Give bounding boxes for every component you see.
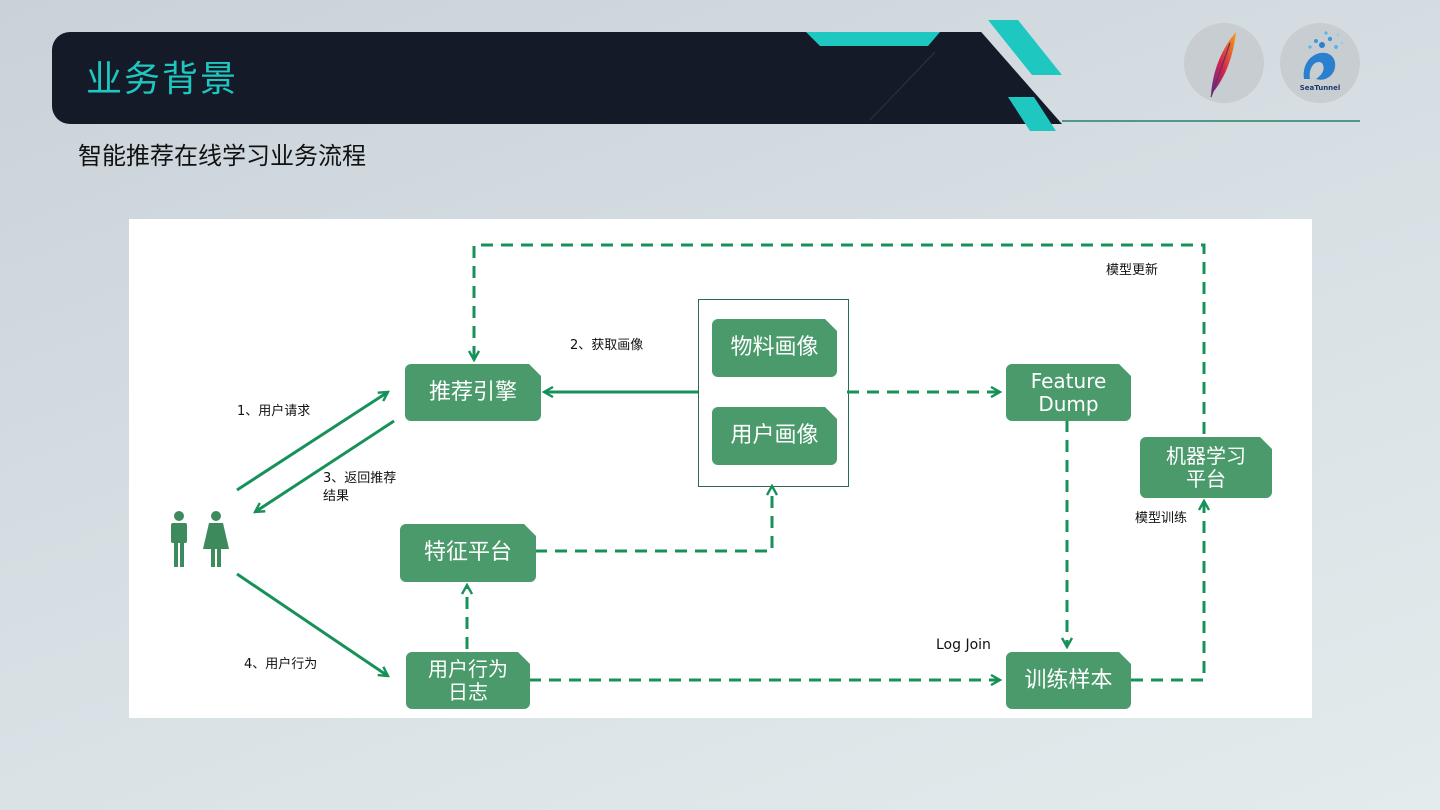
feather-icon bbox=[1210, 32, 1236, 98]
arrow-model-train bbox=[1131, 501, 1204, 682]
label-model-train: 模型训练 bbox=[1135, 511, 1188, 526]
node-user-profile: 用户画像 bbox=[712, 407, 837, 465]
arrow-user-behavior bbox=[236, 572, 388, 676]
label-user-request: 1、用户请求 bbox=[237, 404, 311, 419]
page-subtitle: 智能推荐在线学习业务流程 bbox=[78, 142, 366, 170]
arrow-user-request bbox=[236, 392, 388, 492]
female-person-icon bbox=[203, 511, 229, 567]
node-item-profile: 物料画像 bbox=[712, 319, 837, 377]
seatunnel-wave-icon bbox=[1303, 31, 1344, 80]
header-bar bbox=[52, 32, 1062, 124]
node-ml-platform: 机器学习 平台 bbox=[1140, 437, 1272, 498]
node-behavior-log: 用户行为 日志 bbox=[406, 652, 530, 709]
node-train-samples: 训练样本 bbox=[1006, 652, 1131, 709]
apache-feather-logo bbox=[1184, 23, 1264, 103]
label-user-behavior: 4、用户行为 bbox=[244, 657, 318, 672]
seatunnel-logo-text: SeaTunnel bbox=[1299, 84, 1341, 92]
header-decoration bbox=[806, 20, 1360, 131]
arrow-feature-to-profile bbox=[535, 486, 772, 553]
node-recommend-engine: 推荐引擎 bbox=[405, 364, 541, 421]
male-person-icon bbox=[171, 511, 187, 567]
label-get-profile: 2、获取画像 bbox=[570, 338, 644, 353]
page-title: 业务背景 bbox=[86, 59, 239, 100]
label-log-join: Log Join bbox=[936, 637, 991, 653]
diagram-connectors bbox=[171, 243, 1312, 718]
arrow-return-result bbox=[255, 419, 395, 512]
label-return-result: 3、返回推荐 结果 bbox=[323, 471, 397, 504]
label-model-update: 模型更新 bbox=[1106, 263, 1159, 278]
flow-diagram: 推荐引擎 物料画像 用户画像 Feature Dump 机器学习 平台 特征平台… bbox=[129, 219, 1312, 718]
node-feature-platform: 特征平台 bbox=[400, 524, 536, 582]
node-feature-dump: Feature Dump bbox=[1006, 364, 1131, 421]
seatunnel-logo: SeaTunnel bbox=[1280, 23, 1360, 103]
